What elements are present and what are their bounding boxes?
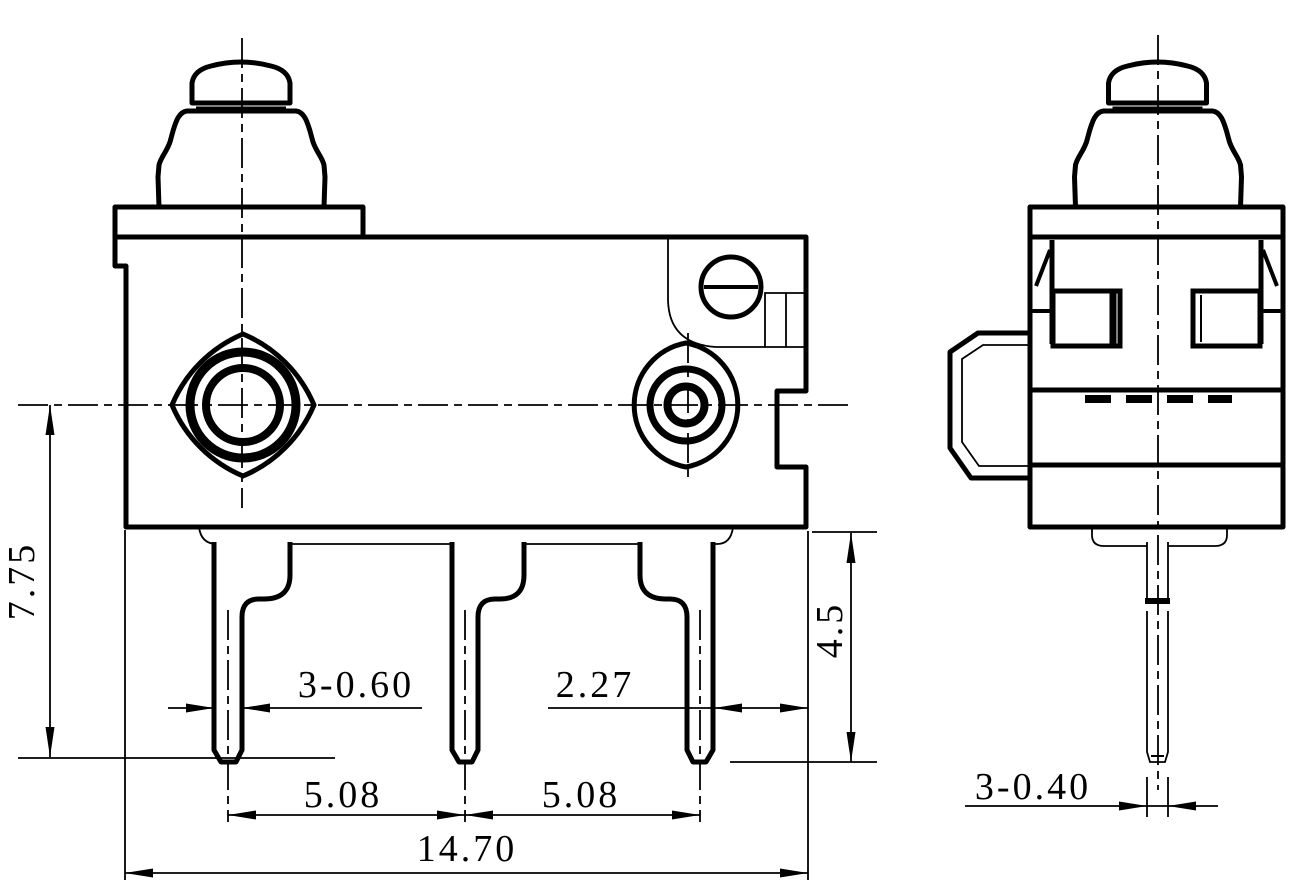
dim-label-7-75: 7.75 xyxy=(1,542,43,621)
terminal-pin-3 xyxy=(637,542,716,765)
dim-pin-exposed-length: 4.5 xyxy=(730,531,877,763)
side-boss-outer xyxy=(947,330,1033,481)
plunger xyxy=(155,59,328,210)
hole-left-cusped-ring xyxy=(169,331,317,479)
dim-body-width: 14.70 xyxy=(124,530,809,880)
arrowhead xyxy=(186,703,214,713)
arrowhead xyxy=(780,703,808,713)
switch-body-outline xyxy=(112,234,809,530)
base-strip xyxy=(198,526,734,545)
dim-pin-width-side: 3-0.40 xyxy=(965,766,1218,817)
side-cutout-left xyxy=(1050,288,1123,349)
side-pin-upper xyxy=(1146,542,1169,598)
dim-pin-pitch: 5.08 5.08 xyxy=(228,774,700,820)
dim-label-3-0-40: 3-0.40 xyxy=(975,766,1091,808)
centerlines xyxy=(18,35,1159,822)
side-body-outline xyxy=(1027,204,1286,530)
arrowhead xyxy=(846,533,856,563)
arrowhead xyxy=(437,810,465,820)
arrowhead xyxy=(1168,801,1196,811)
terminal-pin-2 xyxy=(449,542,527,765)
dim-label-4-5: 4.5 xyxy=(809,602,851,659)
dim-label-5-08-left: 5.08 xyxy=(304,774,383,816)
arrowhead xyxy=(780,868,808,878)
dim-label-3-0-60: 3-0.60 xyxy=(298,664,414,706)
top-plate xyxy=(112,204,366,240)
arrowhead xyxy=(228,810,256,820)
side-chamfer-left xyxy=(1034,249,1052,287)
hole-right-cusped-ring xyxy=(631,340,741,470)
dim-center-to-pin-tip: 7.75 xyxy=(1,405,335,759)
side-view xyxy=(947,59,1286,764)
side-chamfer-right xyxy=(1261,249,1279,287)
side-boss-inner xyxy=(961,344,1033,467)
arrowhead xyxy=(242,703,270,713)
terminal-pin-1 xyxy=(211,542,293,765)
arrowhead xyxy=(45,405,55,435)
plunger-cap xyxy=(189,59,293,106)
screw-pocket xyxy=(667,237,806,348)
side-cutout-right xyxy=(1190,288,1263,349)
side-tab xyxy=(764,292,806,347)
arrowhead xyxy=(672,810,700,820)
dim-pin-to-body-edge: 2.27 xyxy=(548,664,808,713)
arrowhead xyxy=(714,703,742,713)
dim-label-5-08-right: 5.08 xyxy=(542,774,621,816)
arrowhead xyxy=(465,810,493,820)
dim-label-14-70: 14.70 xyxy=(417,828,518,870)
dimensions: 7.75 3-0.60 2.27 4.5 xyxy=(1,405,1218,880)
arrowhead xyxy=(1119,801,1147,811)
front-view xyxy=(112,59,809,765)
arrowhead xyxy=(45,727,55,757)
arrowhead xyxy=(125,868,153,878)
mounting-hole-right xyxy=(631,340,741,470)
dim-pin-width-front: 3-0.60 xyxy=(168,664,422,713)
dim-label-2-27: 2.27 xyxy=(556,664,635,706)
arrowhead xyxy=(846,732,856,762)
